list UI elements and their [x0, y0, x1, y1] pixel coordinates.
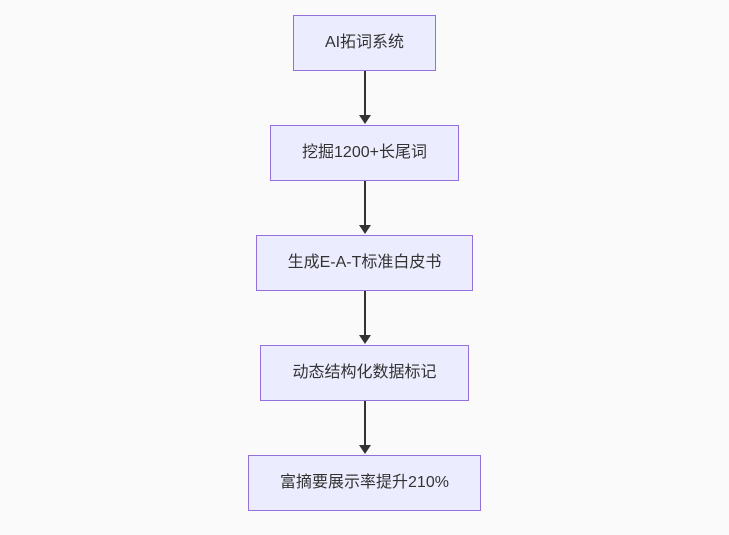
flowchart-node-structured-data-markup: 动态结构化数据标记 [260, 345, 469, 401]
arrow-down-icon [358, 115, 371, 124]
flowchart-edge [358, 401, 371, 455]
flowchart-node-rich-snippet-uplift: 富摘要展示率提升210% [248, 455, 481, 511]
flowchart-edge [358, 291, 371, 345]
arrow-down-icon [358, 335, 371, 344]
flowchart-edge [358, 181, 371, 235]
flowchart-node-ai-keyword-system: AI拓词系统 [292, 15, 437, 71]
arrow-down-icon [358, 225, 371, 234]
edge-line [363, 71, 366, 116]
arrow-down-icon [358, 445, 371, 454]
flowchart-edge [358, 71, 371, 125]
flowchart-node-eat-whitepaper: 生成E-A-T标准白皮书 [255, 235, 474, 291]
edge-line [363, 181, 366, 226]
edge-line [363, 401, 366, 446]
flowchart-node-longtail-mining: 挖掘1200+长尾词 [270, 125, 459, 181]
edge-line [363, 291, 366, 336]
